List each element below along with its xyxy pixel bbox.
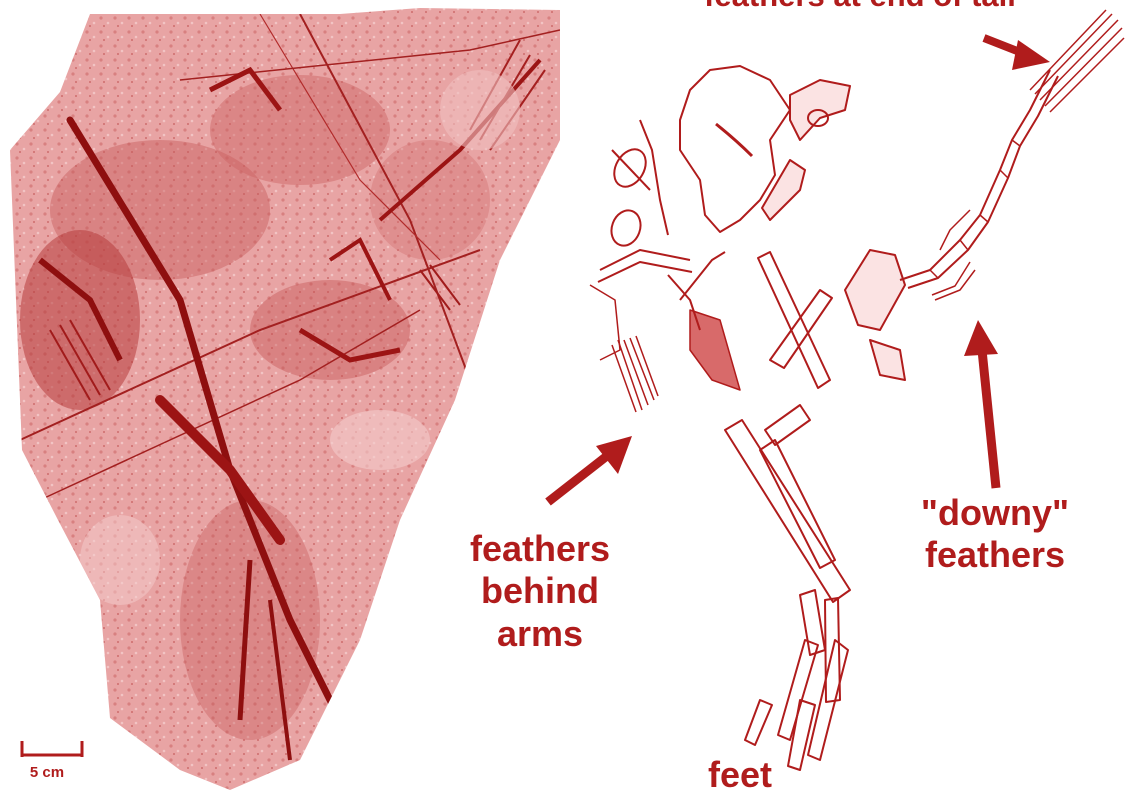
- label-tail-feathers: feathers at end of tail: [600, 0, 1120, 15]
- label-arm-feathers: feathers behind arms: [440, 528, 640, 655]
- arrow-tail: [984, 38, 1050, 70]
- scale-bar-label: 5 cm: [14, 764, 80, 782]
- femur: [758, 252, 830, 388]
- label-downy-feathers-line2: feathers: [895, 534, 1095, 576]
- tibia: [725, 420, 850, 602]
- label-downy-feathers-line1: "downy": [895, 492, 1095, 534]
- label-arm-feathers-line2: behind: [440, 570, 640, 612]
- arrow-arms: [548, 436, 632, 502]
- label-downy-feathers: "downy" feathers: [895, 492, 1095, 577]
- label-arm-feathers-line1: feathers: [440, 528, 640, 570]
- label-arm-feathers-line3: arms: [440, 613, 640, 655]
- arrow-downy: [964, 320, 998, 488]
- label-feet: feet: [680, 754, 800, 796]
